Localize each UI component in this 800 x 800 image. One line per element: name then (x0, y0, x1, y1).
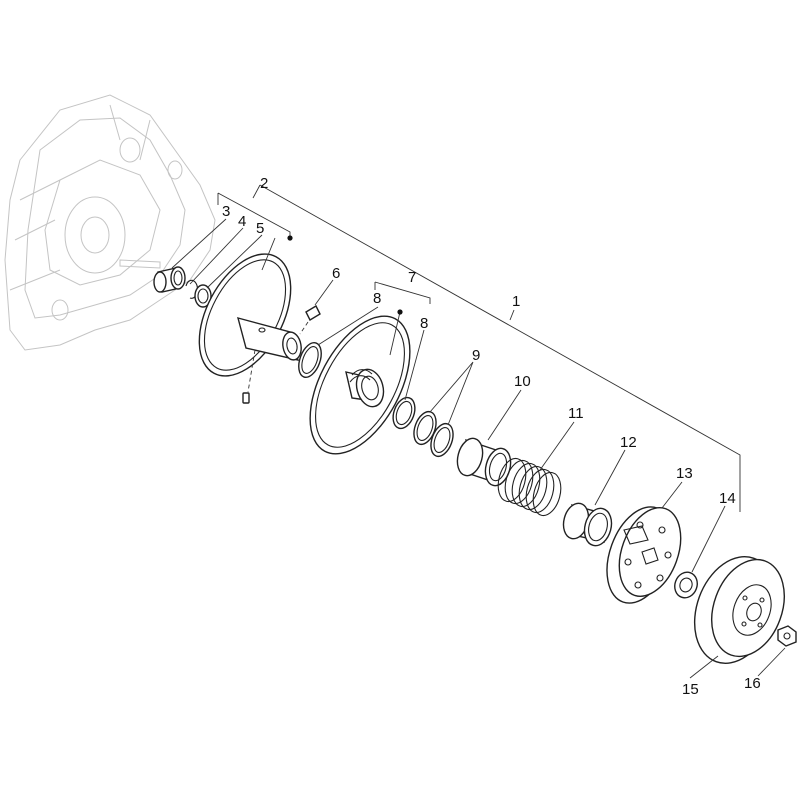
callout-14: 14 (719, 490, 736, 507)
part-3-bearing-sleeve (153, 266, 186, 293)
part-15-clutch-bell (693, 556, 785, 664)
callout-5: 5 (256, 220, 264, 237)
part-8-o-ring-upper (298, 342, 322, 378)
part-9-seal-rings (413, 410, 454, 458)
fixed-pulley-half (198, 253, 302, 404)
part-6-pin (299, 305, 321, 335)
callout-2: 2 (260, 175, 268, 192)
callout-11: 11 (568, 405, 584, 422)
bracket-dot-2 (287, 235, 293, 241)
part-14-washer (674, 571, 698, 599)
callout-13: 13 (676, 465, 693, 482)
part-13-clutch-assembly (606, 506, 682, 604)
bracket-dot-7 (397, 309, 403, 315)
callout-6: 6 (332, 265, 340, 282)
callout-15: 15 (682, 681, 699, 698)
callout-10: 10 (514, 373, 531, 390)
leader-lines (171, 184, 786, 679)
callout-3: 3 (222, 203, 230, 220)
callout-labels: 1 2 3 4 5 6 7 8 8 9 10 11 12 13 14 15 16 (222, 175, 761, 698)
callout-7: 7 (408, 269, 416, 286)
callout-12: 12 (620, 434, 637, 451)
callout-8-lower: 8 (420, 315, 428, 332)
part-10-spring-seat (456, 437, 512, 487)
callout-8-upper: 8 (373, 290, 381, 307)
part-11-spring (497, 457, 562, 517)
part-16-nut (777, 625, 797, 647)
callout-1: 1 (512, 293, 520, 310)
callout-9: 9 (472, 347, 480, 364)
part-12-spacer (562, 502, 613, 547)
callout-16: 16 (744, 675, 761, 692)
callout-4: 4 (238, 213, 246, 230)
part-4-circlip (185, 279, 199, 299)
engine-casing-outline (4, 94, 216, 351)
sliding-pulley-half (309, 315, 411, 455)
part-5-bearing (194, 284, 212, 308)
part-8-o-ring-lower (392, 396, 416, 430)
